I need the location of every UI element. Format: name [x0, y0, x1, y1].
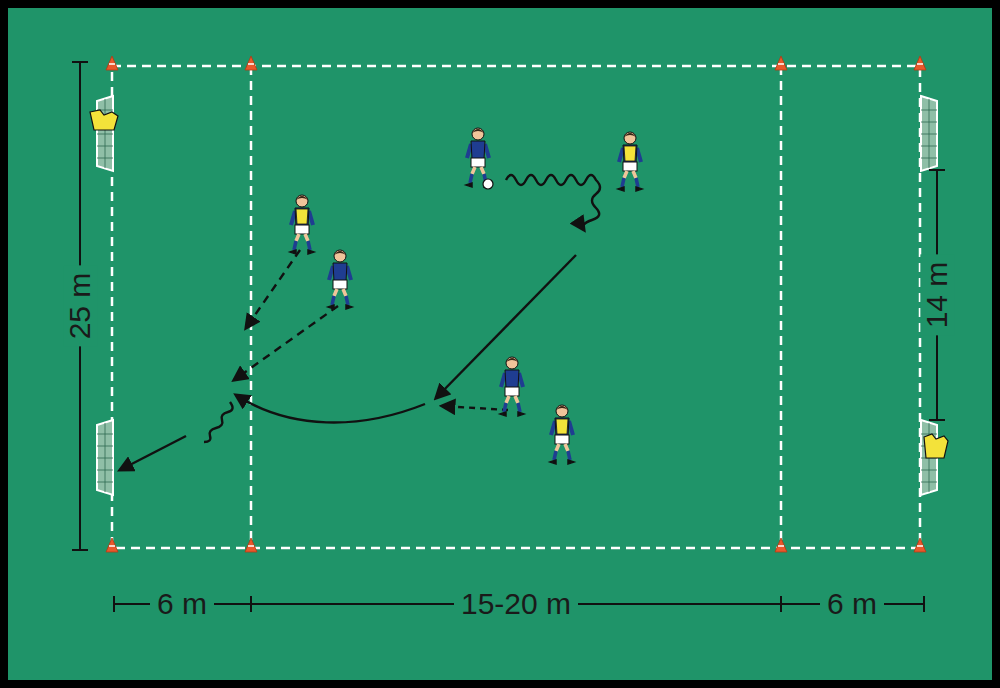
field-markings — [112, 66, 920, 548]
field-markings — [780, 66, 783, 548]
dimension-lines — [72, 62, 945, 612]
cones — [914, 56, 926, 70]
dimension-lines — [929, 419, 945, 421]
players — [550, 405, 574, 464]
cones — [106, 56, 926, 552]
movement-arrows — [442, 406, 508, 410]
pitch-ground — [8, 8, 992, 680]
field-markings — [112, 66, 920, 548]
players — [328, 250, 352, 309]
players — [466, 128, 490, 187]
dimension-lines — [113, 596, 115, 612]
goals — [97, 96, 937, 495]
goals — [921, 96, 937, 171]
goals — [97, 99, 937, 492]
field-markings — [250, 66, 253, 548]
bibs — [90, 110, 948, 458]
dimension-label: 6 m — [820, 587, 884, 621]
movement-arrows — [234, 306, 338, 380]
movement-arrows — [204, 402, 233, 442]
bibs — [90, 110, 118, 130]
cones — [775, 538, 787, 552]
players — [290, 128, 642, 464]
bibs — [924, 434, 948, 458]
goals — [921, 99, 937, 168]
dimension-label: 25 m — [63, 266, 97, 347]
dimension-lines — [923, 596, 925, 612]
cones — [109, 64, 923, 546]
dimension-label: 15-20 m — [454, 587, 578, 621]
movement-arrows — [506, 175, 600, 230]
cones — [106, 56, 118, 70]
players — [290, 195, 314, 254]
cones — [109, 63, 923, 65]
movement-arrows — [120, 175, 600, 470]
dimension-lines — [72, 549, 88, 551]
cones — [245, 56, 257, 70]
players — [618, 132, 642, 191]
dimension-label: 6 m — [150, 587, 214, 621]
players — [500, 357, 524, 416]
dimension-lines — [72, 61, 88, 63]
dimension-lines — [780, 596, 782, 612]
cones — [106, 56, 926, 552]
goals — [97, 420, 113, 495]
cones — [245, 538, 257, 552]
cones — [109, 545, 923, 547]
players — [483, 179, 493, 189]
goals — [97, 96, 937, 495]
cones — [106, 538, 118, 552]
movement-arrows — [246, 250, 300, 328]
dimension-lines — [250, 596, 252, 612]
cones — [775, 56, 787, 70]
goals — [97, 423, 113, 492]
goals — [97, 99, 113, 168]
dimension-lines — [929, 169, 945, 171]
movement-arrows — [120, 436, 186, 470]
goals — [97, 96, 113, 171]
cones — [914, 538, 926, 552]
dimension-label: 14 m — [920, 255, 954, 336]
movement-arrows — [236, 395, 425, 422]
